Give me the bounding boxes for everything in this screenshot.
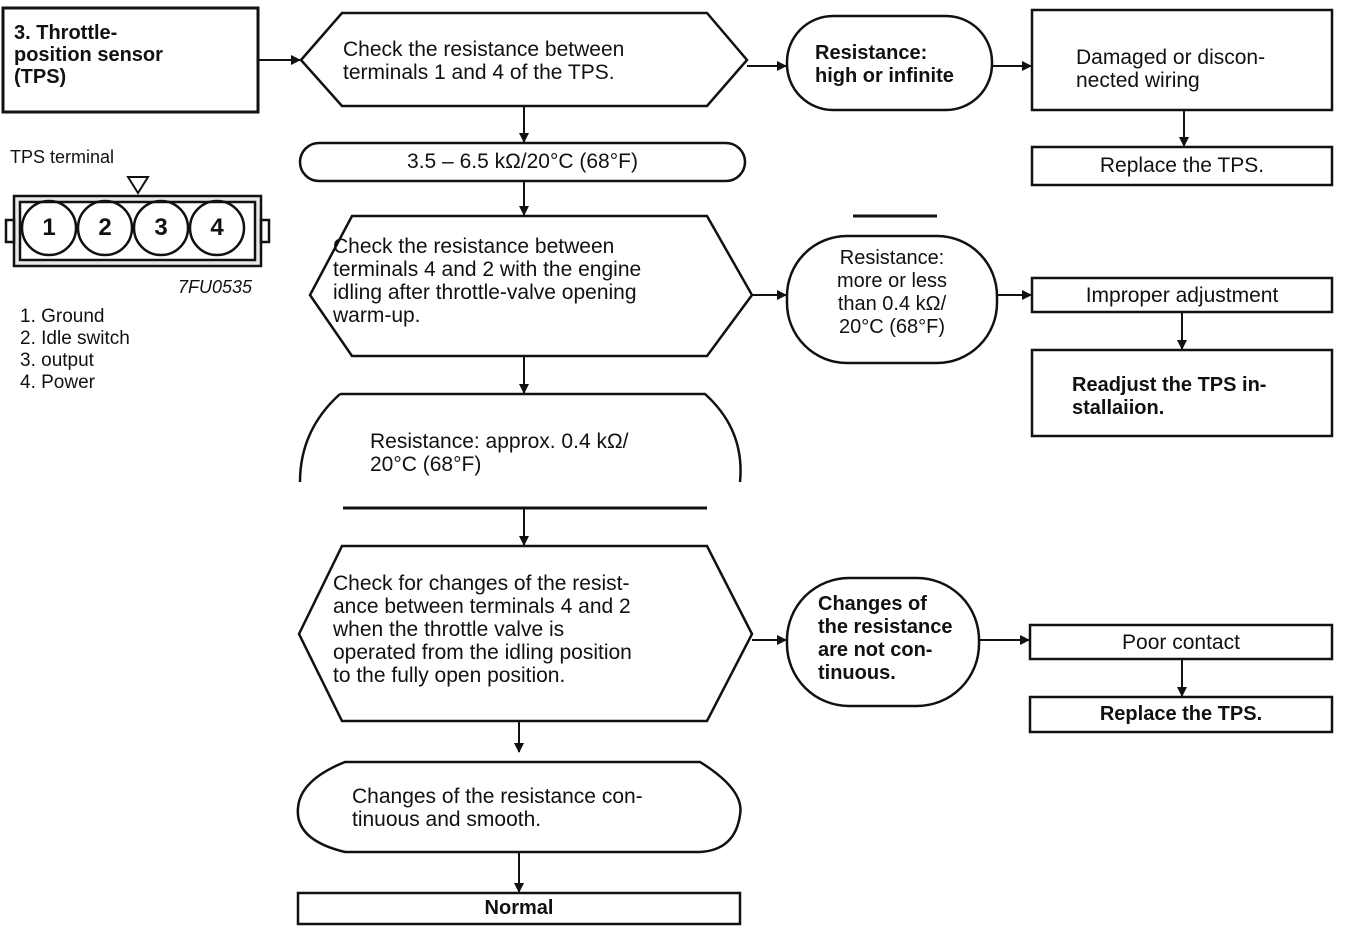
check1-text: Check the resistance between terminals 1…: [343, 38, 625, 84]
spec3-terminator: [296, 760, 742, 854]
terminal-legend: 1. Ground 2. Idle switch 3. output 4. Po…: [20, 306, 130, 394]
connector-key-mark: [126, 176, 150, 195]
check3-text: Check for changes of the resist- ance be…: [333, 572, 632, 687]
terminal-pin-4: 4: [210, 214, 224, 241]
spec3-text: Changes of the resistance con- tinuous a…: [352, 785, 643, 831]
legend-item: 3. output: [20, 350, 94, 371]
check3-hexagon: [297, 544, 754, 723]
terminal-pin-1: 1: [42, 214, 56, 241]
spec2-terminator: [298, 392, 742, 483]
result3-terminator: [785, 576, 981, 708]
cause2-text: Improper adjustment: [1085, 284, 1279, 307]
check2-text: Check the resistance between terminals 4…: [333, 235, 642, 327]
page-title: 3. Throttle- position sensor (TPS): [14, 22, 163, 88]
cause3-text: Poor contact: [1122, 631, 1240, 654]
legend-item: 1. Ground: [20, 306, 105, 327]
legend-item: 2. Idle switch: [20, 328, 130, 349]
result3-text: Changes of the resistance are not con- t…: [818, 593, 953, 684]
check1-hexagon: [299, 11, 749, 108]
spec2-text: Resistance: approx. 0.4 kΩ/ 20°C (68°F): [370, 430, 629, 476]
check2-hexagon: [308, 214, 754, 358]
final-text: Normal: [484, 897, 554, 919]
action1-text: Replace the TPS.: [1099, 154, 1265, 177]
action2-box: [1030, 348, 1334, 438]
action3-text: Replace the TPS.: [1099, 703, 1263, 725]
action1-box: [1030, 145, 1334, 187]
result1-text: Resistance: high or infinite: [815, 42, 954, 87]
terminal-pin-3: 3: [154, 214, 168, 241]
action3-box: [1028, 695, 1334, 734]
connector-label: TPS terminal: [10, 147, 115, 167]
action2-text: Readjust the TPS in- stallaiion.: [1072, 374, 1267, 419]
result1-terminator: [785, 14, 994, 112]
terminal-pin-2: 2: [98, 214, 112, 241]
spec1-text: 3.5 – 6.5 kΩ/20°C (68°F): [407, 150, 638, 173]
result2-text: Resistance: more or less than 0.4 kΩ/ 20…: [836, 247, 948, 338]
connector-drawing: [4, 176, 271, 268]
cause1-text: Damaged or discon- nected wiring: [1076, 46, 1266, 92]
spec1-terminator: [298, 141, 747, 183]
result2-terminator: [785, 234, 999, 365]
final-box: [296, 891, 742, 926]
legend-item: 4. Power: [20, 372, 95, 393]
cause1-box: [1030, 8, 1334, 112]
part-code: 7FU0535: [178, 277, 253, 297]
